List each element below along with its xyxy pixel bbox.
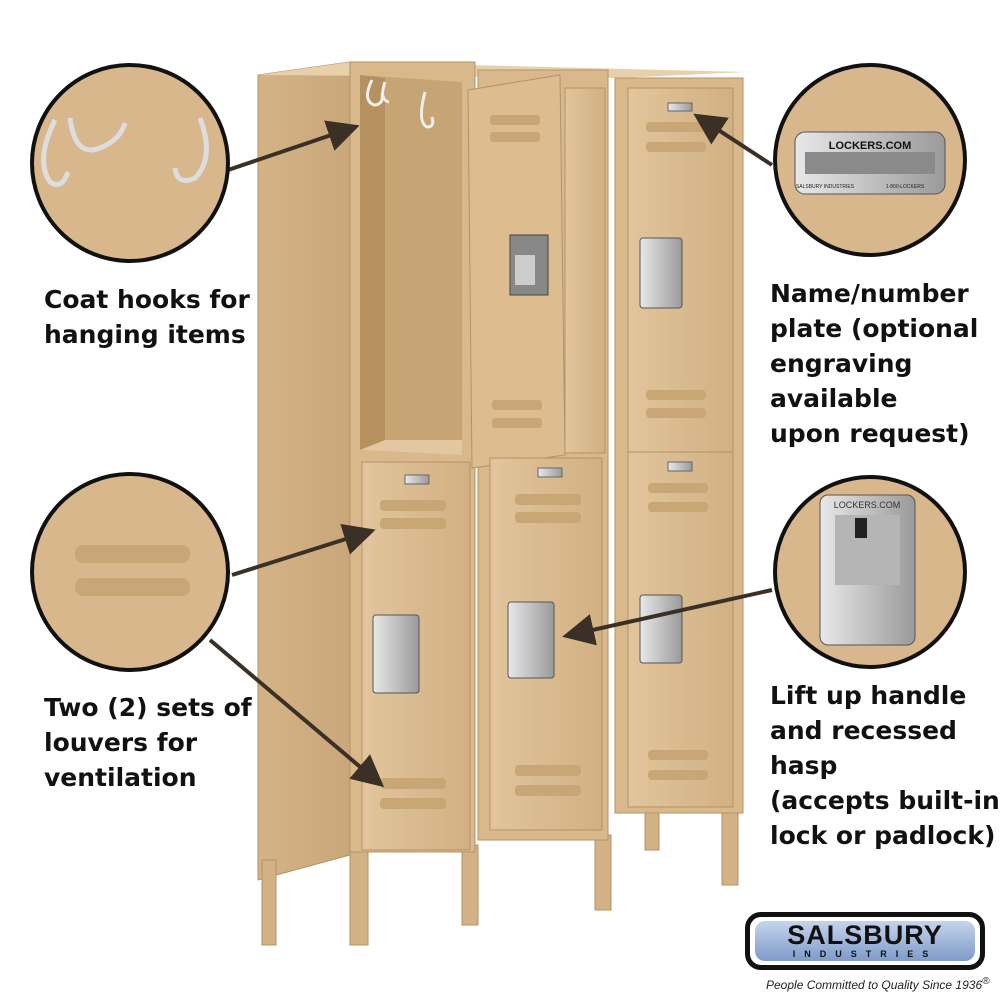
detail-handle: LOCKERS.COM [773,475,967,669]
caption-handle: Lift up handle and recessed hasp (accept… [770,681,1000,850]
logo-sub: INDUSTRIES [792,949,938,959]
name-plate-right: 1-800-LOCKERS [886,184,925,190]
name-plate-title: LOCKERS.COM [829,140,912,152]
callout-arrows [208,113,774,788]
number-plates [404,102,693,485]
open-compartment [360,75,462,455]
tagline-text: People Committed to Quality Since 1936 [766,978,983,992]
caption-name-plate: Name/number plate (optional engraving av… [770,279,979,448]
caption-louvers: Two (2) sets of louvers for ventilation [44,693,252,792]
name-plate-left: SALSBURY INDUSTRIES [796,184,855,190]
coat-hook-icon [41,117,209,187]
locker-side-panel [257,61,351,881]
coat-hook-icon [366,79,390,107]
louvers [380,122,708,809]
logo-tagline: People Committed to Quality Since 1936® [766,976,990,992]
detail-louvers [30,472,230,672]
salsbury-logo: SALSBURY INDUSTRIES [745,912,985,970]
detail-name-plate: LOCKERS.COM SALSBURY INDUSTRIES 1-800-LO… [773,63,967,257]
handle-plate-text: LOCKERS.COM [834,500,901,510]
logo-name: SALSBURY [787,920,943,950]
detail-coat-hooks [30,63,230,263]
caption-coat-hooks: Coat hooks for hanging items [44,285,250,349]
registered-mark: ® [982,976,990,987]
